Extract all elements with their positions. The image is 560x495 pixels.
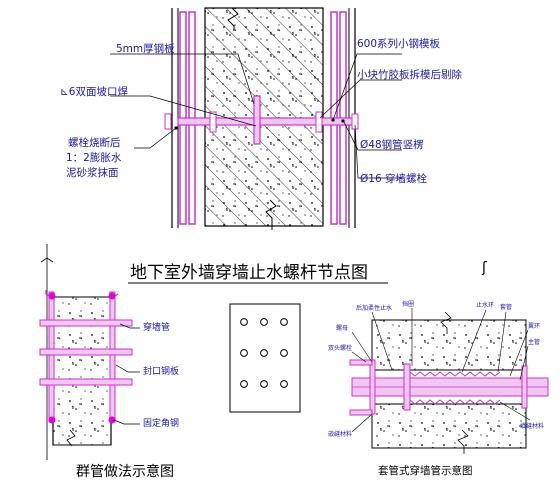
label-bamboo-plywood: 小块竹胶板拆模后剔除 xyxy=(357,68,462,81)
sleeve-label-7: 翼环 xyxy=(528,323,540,330)
label-steel-pipe-48: Ø48钢管竖楞 xyxy=(360,138,424,151)
top-detail: 5mm厚钢板 ⊾6双面坡口焊 螺栓烧断后 1：2膨胀水 泥砂浆抹面 600系列小… xyxy=(60,7,462,230)
label-fixed-angle: 固定角钢 xyxy=(143,417,179,429)
label-through-bolt-16: Ø16 穿墙螺栓 xyxy=(360,172,427,185)
pipe-plate-elevation xyxy=(229,303,301,413)
label-wall-pipe: 穿墙管 xyxy=(143,321,170,333)
group-wall xyxy=(52,296,112,446)
label-formwork-600: 600系列小钢模板 xyxy=(357,37,441,50)
label-seal-plate: 封口钢板 xyxy=(143,365,179,377)
sleeve-label-8: 主管 xyxy=(528,338,540,346)
sleeve-label-4: 套管 xyxy=(500,303,512,311)
label-mortar-ratio: 1：2膨胀水 xyxy=(66,151,122,164)
side-mark: ʃ xyxy=(481,260,487,276)
sleeve-label-3: 止水环 xyxy=(476,301,494,309)
group-pipes-detail: 穿墙管 封口钢板 固定角钢 xyxy=(39,244,179,460)
label-double-bevel-weld: ⊾6双面坡口焊 xyxy=(60,85,128,98)
sleeve-label-9: 嵌缝材料 xyxy=(328,430,352,438)
sleeve-label-2: 挡圈 xyxy=(402,300,414,308)
label-bolt-cut-after: 螺栓烧断后 xyxy=(68,136,121,149)
label-steel-plate-5mm: 5mm厚钢板 xyxy=(116,42,175,55)
water-stop-plate xyxy=(253,95,261,145)
main-title: 地下室外墙穿墙止水螺杆节点图 xyxy=(130,263,368,283)
sleeve-label-5: 螺母 xyxy=(336,324,348,332)
sleeve-title: 套管式穿墙管示意图 xyxy=(378,464,473,477)
group-title: 群管做法示意图 xyxy=(76,463,174,480)
sleeve-label-10: 填缝材料 xyxy=(520,422,544,430)
sleeve-label-1: 后加柔性止水 xyxy=(356,304,392,312)
sleeve-pipe-detail: 后加柔性止水 挡圈 止水环 套管 螺母 双头螺栓 翼环 主管 嵌缝材料 填缝材料 xyxy=(328,300,549,454)
sleeve-label-6: 双头螺栓 xyxy=(328,344,352,352)
through-bolt xyxy=(177,117,354,126)
label-mortar-finish: 泥砂浆抹面 xyxy=(66,166,119,179)
